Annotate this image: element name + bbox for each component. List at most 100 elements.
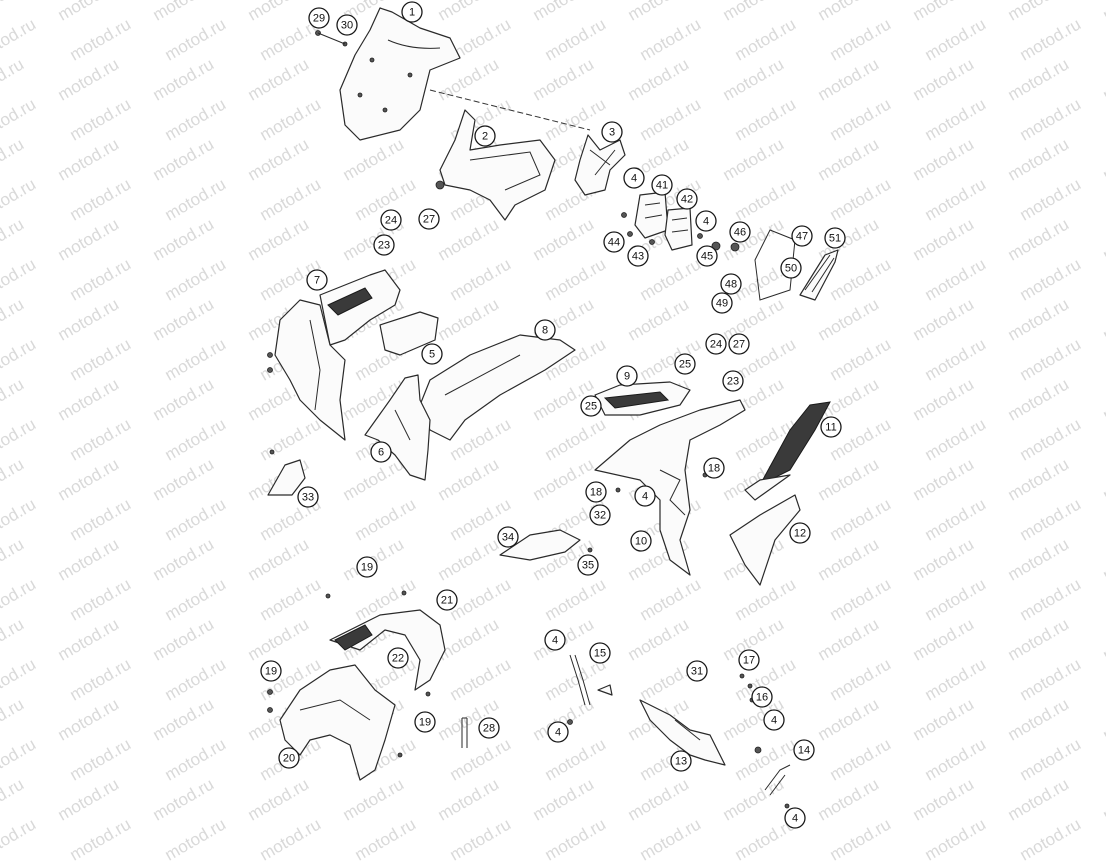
part-callout-28: 28 [478, 717, 500, 739]
callout-number: 28 [483, 723, 495, 735]
part-callout-10: 10 [630, 530, 652, 552]
callout-number: 4 [642, 491, 648, 503]
callout-number: 12 [794, 528, 806, 540]
callout-circle [308, 7, 330, 29]
part-callout-33: 33 [297, 486, 319, 508]
callout-number: 14 [798, 745, 810, 757]
part-callout-17: 17 [738, 649, 760, 671]
callout-number: 50 [785, 263, 797, 275]
part-light-51 [754, 229, 839, 301]
callout-circle [478, 717, 500, 739]
callout-number: 3 [609, 127, 615, 139]
part-bracket-2 [435, 109, 556, 221]
callout-circle [474, 125, 496, 147]
part-callout-4: 4 [544, 629, 566, 651]
part-callout-4: 4 [784, 807, 806, 829]
part-callout-4: 4 [763, 709, 785, 731]
callout-number: 9 [624, 371, 630, 383]
callout-number: 33 [302, 492, 314, 504]
part-callout-7: 7 [306, 269, 328, 291]
callout-circle [370, 441, 392, 463]
callout-number: 32 [594, 510, 606, 522]
callout-number: 4 [631, 173, 637, 185]
callout-circle [722, 370, 744, 392]
part-callout-4: 4 [547, 721, 569, 743]
part-callout-24: 24 [705, 333, 727, 355]
callout-number: 41 [656, 180, 668, 192]
callout-number: 29 [313, 13, 325, 25]
callout-circle [751, 686, 773, 708]
callout-number: 35 [582, 560, 594, 572]
callout-circle [627, 245, 649, 267]
callout-number: 19 [265, 666, 277, 678]
part-callout-8: 8 [534, 319, 556, 341]
callout-circle [791, 225, 813, 247]
part-callout-24: 24 [380, 209, 402, 231]
part-callout-51: 51 [824, 227, 846, 249]
callout-circle [418, 208, 440, 230]
callout-circle [793, 739, 815, 761]
callout-number: 34 [502, 532, 514, 544]
part-callout-12: 12 [789, 522, 811, 544]
part-callout-29: 29 [308, 7, 330, 29]
part-callout-46: 46 [729, 221, 751, 243]
callout-number: 5 [429, 349, 435, 361]
part-callout-14: 14 [793, 739, 815, 761]
part-screw-29-30 [315, 30, 348, 47]
part-callout-18: 18 [585, 481, 607, 503]
part-panel-5 [379, 311, 439, 356]
part-callout-23: 23 [373, 234, 395, 256]
callout-number: 4 [555, 727, 561, 739]
parts-drawing: 1234444444567891011121314151617181819191… [260, 1, 846, 829]
part-callout-45: 45 [696, 245, 718, 267]
part-fairing-6 [364, 374, 431, 481]
callout-circle [763, 709, 785, 731]
callout-number: 4 [552, 635, 558, 647]
part-callout-2: 2 [474, 125, 496, 147]
callout-number: 45 [701, 251, 713, 263]
callout-circle [705, 333, 727, 355]
part-callout-11: 11 [820, 416, 842, 438]
callout-circle [789, 522, 811, 544]
callout-number: 46 [734, 227, 746, 239]
callout-circle [547, 721, 569, 743]
callout-number: 6 [378, 447, 384, 459]
part-callout-30: 30 [336, 14, 358, 36]
callout-number: 1 [409, 7, 415, 19]
part-callout-43: 43 [627, 245, 649, 267]
part-fender-20 [267, 664, 431, 781]
callout-number: 16 [756, 692, 768, 704]
part-callout-34: 34 [497, 526, 519, 548]
part-callout-4: 4 [623, 167, 645, 189]
part-bracket-34 [499, 529, 593, 561]
part-callout-35: 35 [577, 554, 599, 576]
callout-circle [336, 14, 358, 36]
callout-number: 47 [796, 231, 808, 243]
part-callout-4: 4 [695, 210, 717, 232]
part-stay-15 [567, 654, 613, 725]
callout-number: 27 [423, 214, 435, 226]
callout-number: 22 [392, 653, 404, 665]
callout-number: 18 [590, 487, 602, 499]
part-fender-bracket-21 [325, 590, 446, 691]
callout-number: 44 [608, 237, 620, 249]
part-dashboard-9 [594, 381, 691, 416]
part-callout-25: 25 [580, 395, 602, 417]
callout-number: 24 [710, 339, 722, 351]
part-callout-27: 27 [728, 333, 750, 355]
callout-circle [711, 292, 733, 314]
callout-circle [780, 257, 802, 279]
part-callout-27: 27 [418, 208, 440, 230]
callout-circle [603, 231, 625, 253]
callout-number: 10 [635, 536, 647, 548]
part-callout-22: 22 [387, 647, 409, 669]
callout-circle [401, 1, 423, 23]
part-callout-49: 49 [711, 292, 733, 314]
callout-number: 4 [703, 216, 709, 228]
callout-number: 15 [594, 648, 606, 660]
callout-number: 8 [542, 325, 548, 337]
callout-circle [306, 269, 328, 291]
callout-number: 4 [792, 813, 798, 825]
part-callout-16: 16 [751, 686, 773, 708]
part-callout-25: 25 [674, 353, 696, 375]
